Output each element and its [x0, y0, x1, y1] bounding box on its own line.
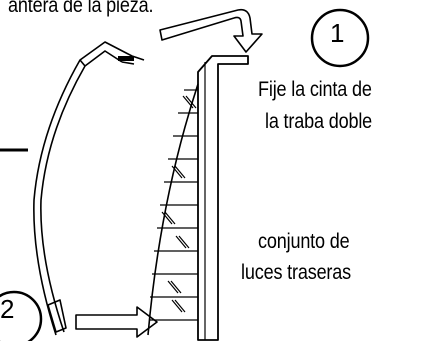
component-label-line-1: conjunto de	[258, 230, 350, 253]
right-arrow	[75, 306, 158, 338]
step-2-circle	[0, 290, 43, 346]
top-caption: antera de la pieza.	[8, 0, 154, 17]
instruction-line-1: Fije la cinta de	[258, 78, 372, 101]
lens-hatching	[149, 89, 198, 321]
step-1-circle	[310, 8, 370, 68]
instruction-line-2: la traba doble	[265, 110, 373, 133]
lens-cover	[33, 41, 145, 336]
component-label-line-2: luces traseras	[241, 261, 352, 284]
step-1-number: 1	[330, 18, 345, 48]
curved-arrow	[159, 8, 263, 53]
step-2-number: 2	[0, 294, 15, 324]
